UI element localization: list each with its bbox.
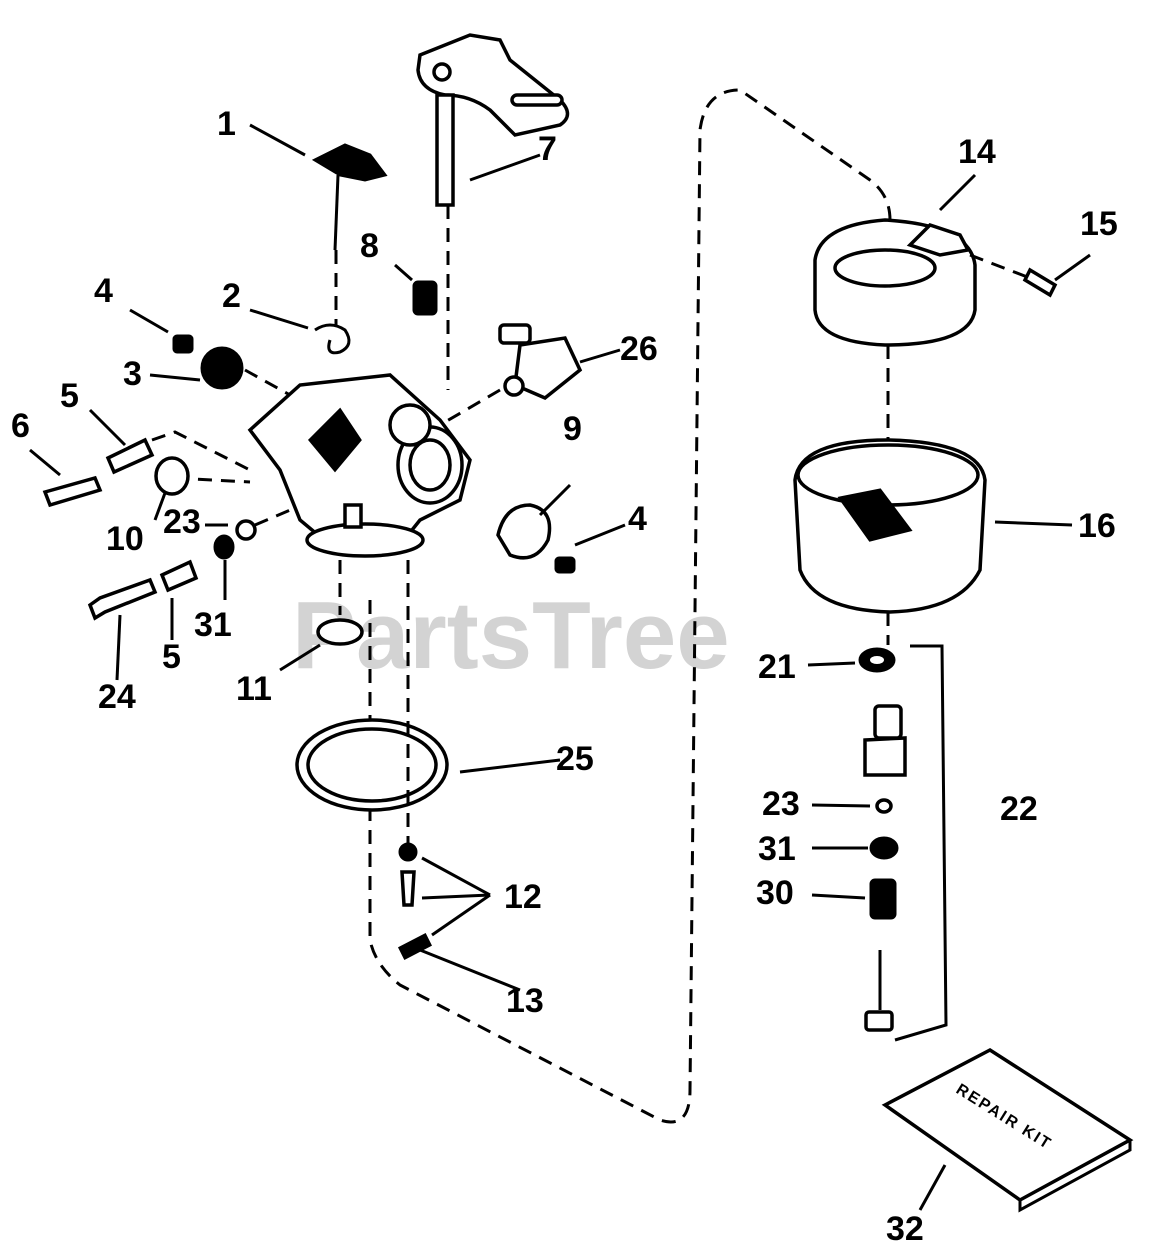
part-31-washer-left[interactable]: [213, 534, 235, 560]
part-16-float-bowl[interactable]: [793, 438, 987, 614]
callout-15: 15: [1080, 205, 1118, 243]
dash-3: [244, 368, 291, 397]
callout-30: 30: [756, 874, 794, 912]
callout-4-right: 4: [628, 500, 647, 538]
part-21-washer[interactable]: [858, 647, 896, 673]
bracket-22: [894, 644, 948, 1042]
part-13-clip[interactable]: [397, 932, 433, 961]
part-32-repair-kit[interactable]: REPAIR KIT: [881, 1047, 1134, 1213]
part-7-throttle-shaft[interactable]: [416, 33, 570, 207]
callout-1: 1: [217, 105, 236, 143]
dash-5-upper: [151, 430, 251, 472]
part-1-choke-shaft[interactable]: [311, 143, 388, 251]
callout-8: 8: [360, 227, 379, 265]
part-31-washer-right[interactable]: [869, 836, 899, 860]
part-24-needle-valve[interactable]: [87, 577, 158, 621]
callout-10: 10: [106, 520, 144, 558]
callout-13: 13: [506, 982, 544, 1020]
callout-22: 22: [1000, 790, 1038, 828]
callout-2: 2: [222, 277, 241, 315]
part-12-needle-seat[interactable]: [398, 842, 418, 907]
callout-23-right: 23: [762, 785, 800, 823]
callout-24: 24: [98, 678, 136, 716]
callout-5-lower: 5: [162, 638, 181, 676]
part-2-spring[interactable]: [314, 323, 351, 355]
part-23-oring-left[interactable]: [235, 519, 257, 541]
part-5-spring-lower[interactable]: [159, 559, 199, 593]
callout-31-left: 31: [194, 606, 232, 644]
callout-14: 14: [958, 133, 996, 171]
callout-9: 9: [563, 410, 582, 448]
part-14-float[interactable]: [813, 218, 977, 347]
callout-5-upper: 5: [60, 377, 79, 415]
callout-12: 12: [504, 878, 542, 916]
part-6-idle-screw[interactable]: [42, 475, 103, 508]
callout-25: 25: [556, 740, 594, 778]
part-30-spring[interactable]: [864, 878, 897, 1032]
callout-16: 16: [1078, 507, 1116, 545]
callout-3: 3: [123, 355, 142, 393]
callout-32: 32: [886, 1210, 924, 1248]
carburetor-body[interactable]: [247, 373, 472, 558]
part-8-plug[interactable]: [412, 280, 438, 316]
part-4-screw-right[interactable]: [554, 556, 576, 574]
part-11-gasket[interactable]: [316, 618, 364, 646]
part-5-spring-upper[interactable]: [105, 437, 155, 475]
callout-6: 6: [11, 407, 30, 445]
dash-26: [439, 388, 501, 427]
part-15-float-pin[interactable]: [1022, 267, 1058, 298]
assembly-dashed-loop: [368, 88, 892, 1124]
part-26-fitting[interactable]: [498, 323, 583, 401]
part-23-oring-right[interactable]: [875, 798, 893, 814]
callout-23-left: 23: [163, 503, 201, 541]
callout-31-right: 31: [758, 830, 796, 868]
leader-arrows: [29, 123, 1091, 1211]
callout-11: 11: [236, 670, 272, 708]
part-4-screw-top[interactable]: [172, 334, 194, 354]
part-10-oring[interactable]: [154, 456, 190, 496]
callout-21: 21: [758, 648, 796, 686]
callout-4-top: 4: [94, 272, 113, 310]
callout-26: 26: [620, 330, 658, 368]
part-9-throttle-plate[interactable]: [496, 503, 552, 560]
part-22-nozzle[interactable]: [863, 704, 907, 777]
callout-labels: 1 2 3 4 4 5 5 6 7 8 9 10 11 12 13 14 15 …: [11, 105, 1118, 1248]
watermark: PartsTree: [292, 582, 730, 689]
callout-7: 7: [538, 130, 557, 168]
part-3-choke-plate[interactable]: [200, 346, 244, 390]
part-25-float-bowl-gasket[interactable]: [295, 718, 449, 812]
dash-15: [969, 253, 1031, 280]
dash-23-left: [254, 506, 296, 527]
